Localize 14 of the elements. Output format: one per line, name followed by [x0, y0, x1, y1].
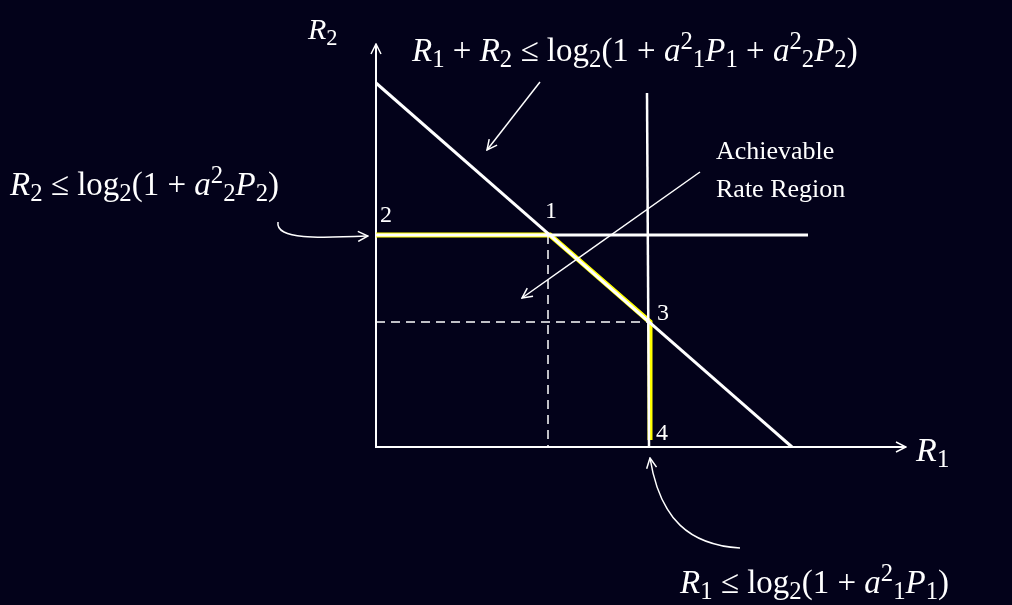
leader-arrow [521, 171, 701, 299]
point-label: 2 [380, 200, 392, 229]
constraint-formula: R$_{2}$ ≤ log$_{2}$(1 + a$^{2}$$_{2}$P$_{2}$) [10, 160, 280, 210]
leader-arrow [486, 81, 541, 151]
constraint-formula: R$_{1}$ ≤ log$_{2}$(1 + a$^{2}$$_{1}$P$_{1}$) [680, 558, 950, 605]
region-label: Achievable Rate Region [716, 132, 886, 208]
leader-arrow [277, 221, 369, 243]
axis-label: R$_{1}$ [916, 430, 950, 475]
point-label: 4 [656, 418, 668, 447]
axis-label: R$_{2}$ [308, 11, 338, 51]
point-label: 1 [545, 196, 557, 225]
point-label: 3 [657, 298, 669, 327]
leader-arrow [646, 457, 741, 549]
constraint-formula: R$_{1}$ + R$_{2}$ ≤ log$_{2}$(1 + a$^{2}$$_{1}$P$_{1}$ + a$^{2}$$_{2}$P$_{2}$) [412, 26, 858, 76]
